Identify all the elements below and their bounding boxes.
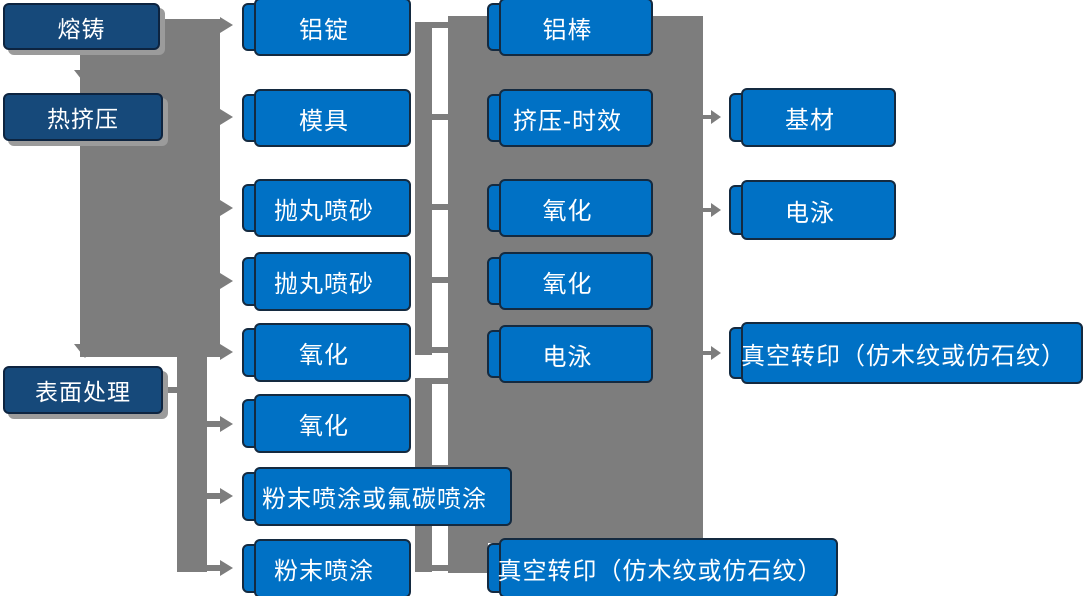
- arrow-shaft: [703, 208, 712, 212]
- surface-branch-bar: [177, 357, 207, 572]
- bus-stub: [431, 204, 448, 210]
- node-vacuum-transfer-2: 真空转印（仿木纹或仿石纹）: [729, 322, 1083, 384]
- bus-stub: [431, 277, 448, 283]
- arrow-to-base-material: [711, 110, 721, 124]
- mid-bus-upper: [415, 22, 432, 355]
- node-al-rod: 铝棒: [487, 0, 653, 56]
- down-arrow-extrusion-to-surface: [74, 344, 96, 358]
- arrow-to-oxidation-2: [220, 416, 233, 432]
- arrow-shaft: [703, 351, 712, 355]
- node-powder-or-fluorocarbon: 粉末喷涂或氟碳喷涂: [242, 467, 512, 526]
- right-flow-block-foot: [448, 543, 488, 573]
- down-arrow-melt-to-extrusion: [74, 70, 96, 84]
- arrow-to-oxidation-1: [220, 344, 233, 360]
- arrow-shaft: [207, 565, 220, 571]
- main-flow-block: [80, 19, 220, 357]
- node-mold: 模具: [242, 89, 411, 147]
- node-hot-extrusion: 热挤压: [3, 93, 163, 141]
- node-oxidation-1: 氧化: [242, 323, 411, 382]
- bus-stub: [431, 378, 448, 384]
- node-shot-blast-2: 抛丸喷砂: [242, 252, 411, 311]
- arrow-to-shot-blast-2: [220, 273, 233, 289]
- node-vacuum-transfer-1: 真空转印（仿木纹或仿石纹）: [487, 538, 838, 596]
- node-oxidation-3: 氧化: [487, 179, 653, 237]
- arrow-to-powder-fluorocarbon: [220, 488, 233, 504]
- arrow-to-powder: [220, 560, 233, 576]
- node-extrusion-aging: 挤压-时效: [487, 89, 653, 147]
- arrow-to-al-ingot: [220, 17, 233, 33]
- arrow-to-electrophoresis-2: [711, 203, 721, 217]
- arrow-shaft: [703, 115, 712, 119]
- node-al-ingot: 铝锭: [242, 0, 411, 56]
- bus-stub: [431, 22, 448, 28]
- bus-stub: [431, 565, 450, 571]
- node-oxidation-2: 氧化: [242, 394, 411, 453]
- node-electrophoresis-2: 电泳: [729, 180, 896, 240]
- node-oxidation-4: 氧化: [487, 252, 653, 310]
- node-electrophoresis-1: 电泳: [487, 325, 653, 383]
- arrow-to-shot-blast-1: [220, 200, 233, 216]
- arrow-shaft: [207, 421, 220, 427]
- bus-stub: [431, 114, 448, 120]
- arrow-to-mold: [220, 109, 233, 125]
- arrow-shaft: [207, 493, 220, 499]
- node-melt: 熔铸: [3, 3, 160, 50]
- surface-treatment-stub: [163, 387, 177, 393]
- bus-stub: [431, 347, 448, 353]
- node-base-material: 基材: [729, 88, 896, 147]
- arrow-to-vacuum-transfer-2: [711, 346, 721, 360]
- node-surface-treatment: 表面处理: [3, 366, 163, 414]
- node-powder: 粉末喷涂: [242, 539, 411, 596]
- node-shot-blast-1: 抛丸喷砂: [242, 179, 411, 237]
